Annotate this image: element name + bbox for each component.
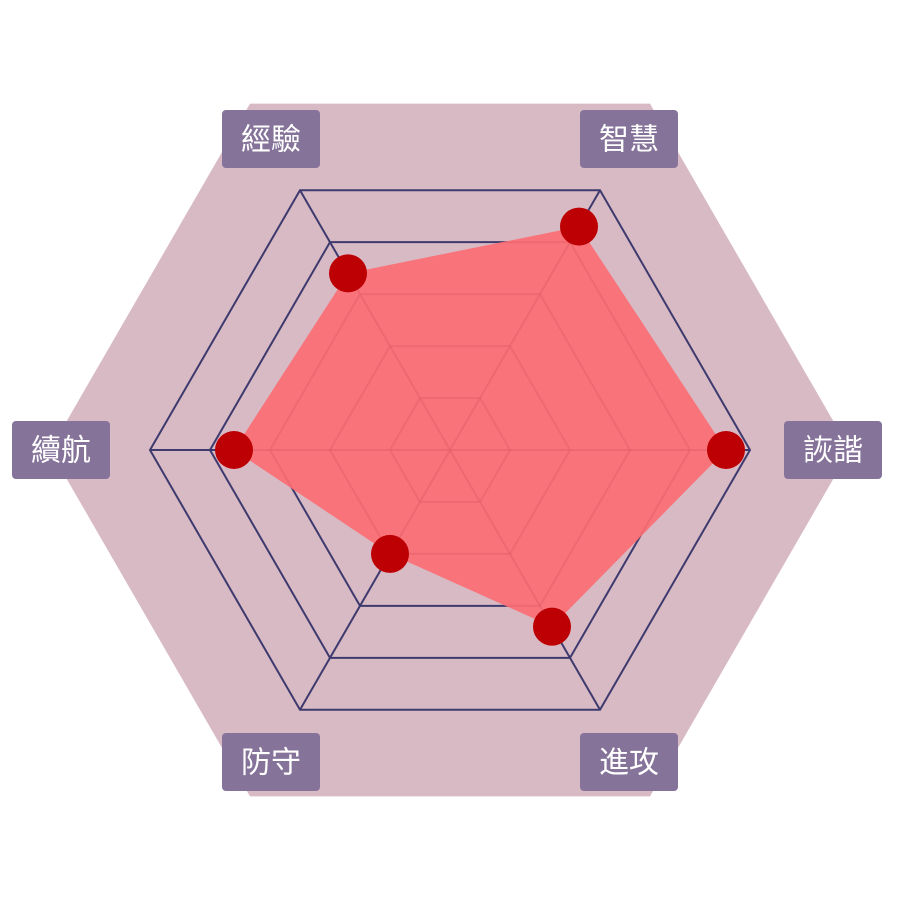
data-point xyxy=(215,431,253,469)
data-point xyxy=(371,534,409,573)
axis-label-huixie: 詼諧 xyxy=(784,421,882,479)
data-point xyxy=(560,207,598,246)
axis-label-zhihui: 智慧 xyxy=(580,110,678,168)
data-area xyxy=(234,226,726,627)
axis-label-box xyxy=(784,421,882,479)
axis-label-text: 詼諧 xyxy=(803,434,863,469)
axis-label-jingyan: 經驗 xyxy=(222,110,320,168)
axis-label-text: 防守 xyxy=(241,746,301,781)
data-points xyxy=(215,207,745,646)
axis-label-fangshou: 防守 xyxy=(222,733,320,791)
axis-label-box xyxy=(12,421,110,479)
inner-grid-spoke xyxy=(449,449,601,627)
axis-label-jingong: 進攻 xyxy=(580,733,678,791)
axis-label-text: 續航 xyxy=(31,434,91,469)
axis-label-box xyxy=(580,110,678,168)
data-point xyxy=(707,431,745,469)
axis-label-xuhang: 續航 xyxy=(12,421,110,479)
axis-label-text: 經驗 xyxy=(241,123,301,158)
axis-label-box xyxy=(222,110,320,168)
axis-label-text: 進攻 xyxy=(599,746,659,781)
axis-label-box xyxy=(580,733,678,791)
axis-label-text: 智慧 xyxy=(599,123,659,158)
axis-label-box xyxy=(222,733,320,791)
data-point xyxy=(329,254,367,293)
data-point xyxy=(533,607,571,646)
